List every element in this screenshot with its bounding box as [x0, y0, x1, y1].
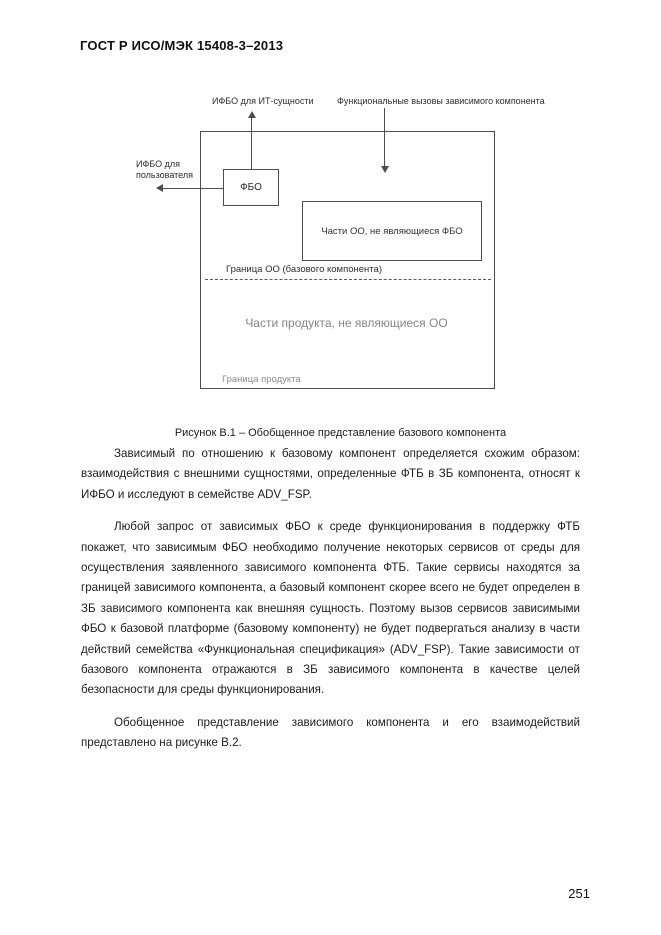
functional-calls-arrow-line [384, 108, 385, 167]
arrow-left-icon [156, 184, 163, 192]
parts-of-product-label: Части продукта, не являющиеся ОО [245, 316, 448, 330]
paragraph: Зависимый по отношению к базовому компон… [81, 447, 580, 501]
tsfi-it-arrow-line [251, 117, 252, 169]
product-boundary-box [200, 131, 495, 389]
functional-calls-label: Функциональные вызовы зависимого компоне… [337, 96, 545, 106]
arrow-up-icon [248, 111, 256, 118]
tsfi-it-entity-label: ИФБО для ИТ-сущности [212, 96, 314, 106]
figure-b1-diagram: Части продукта, не являющиеся ОО Граница… [0, 0, 661, 420]
body-text: Зависимый по отношению к базовому компон… [81, 444, 580, 766]
arrow-down-icon [381, 166, 389, 173]
tsfi-user-arrow-line [162, 188, 223, 189]
document-header: ГОСТ Р ИСО/МЭК 15408-3–2013 [80, 38, 284, 53]
tsf-label: ФБО [240, 182, 262, 193]
toe-boundary-dashed-line [205, 279, 491, 280]
tsf-box: ФБО [223, 169, 279, 206]
non-tsf-parts-label: Части ОО, не являющиеся ФБО [321, 225, 463, 237]
page-number: 251 [568, 886, 590, 901]
figure-caption: Рисунок В.1 – Обобщенное представление б… [174, 427, 507, 439]
product-boundary-label: Граница продукта [222, 374, 301, 385]
paragraph: Обобщенное представление зависимого комп… [81, 715, 580, 750]
toe-boundary-label: Граница ОО (базового компонента) [226, 264, 382, 275]
tsfi-user-label: ИФБО для пользователя [136, 159, 193, 180]
non-tsf-parts-box: Части ОО, не являющиеся ФБО [302, 201, 482, 261]
paragraph: Любой запрос от зависимых ФБО к среде фу… [81, 520, 580, 697]
